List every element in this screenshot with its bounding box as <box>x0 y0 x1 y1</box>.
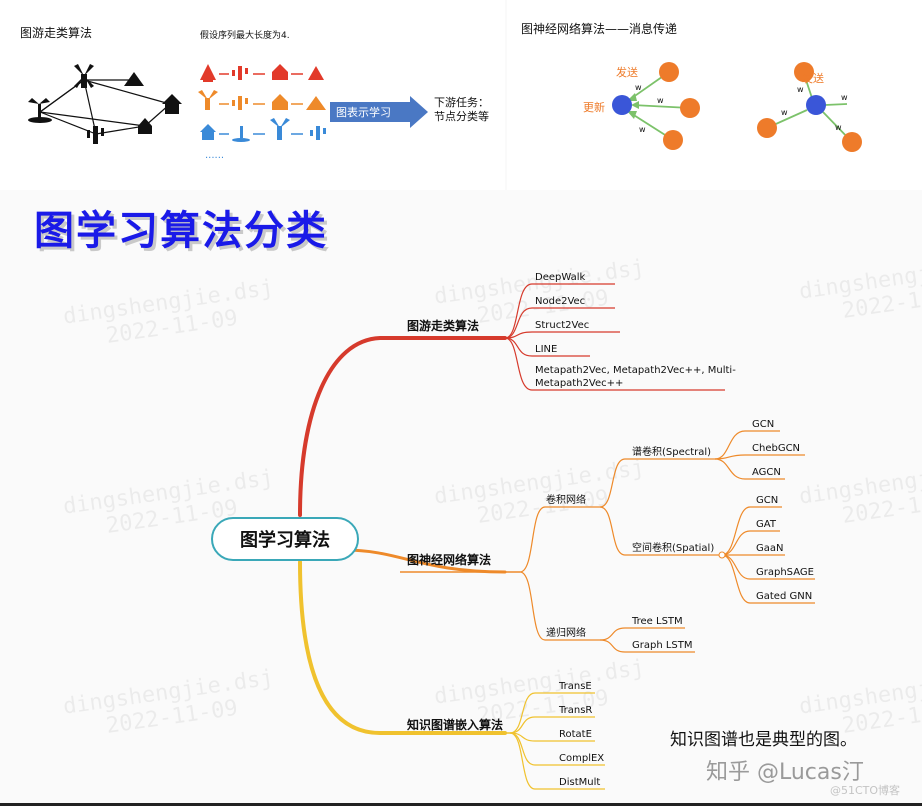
kg-children-connectors <box>509 692 605 790</box>
sequence-length-note: 假设序列最大长度为4. <box>200 31 290 41</box>
zhihu-credit: 知乎 @Lucas汀 <box>706 760 864 785</box>
mountain-icon <box>124 72 144 86</box>
representation-arrow-label-box: 图表示学习 <box>330 99 428 125</box>
bottom-divider <box>0 803 922 806</box>
walk-graph-svg <box>28 64 428 144</box>
neighbor-node <box>757 118 777 138</box>
gnn-recur-label: 递归网络 <box>546 626 586 639</box>
walk-illustration-panel: 图游走类算法 假设序列最大长度为4. <box>0 0 505 190</box>
kg-leaf-transr: TransR <box>558 705 592 716</box>
message-passing-svg: w w w w w w w 发送 更新 发送 <box>583 62 862 152</box>
sequence-row-2 <box>198 90 326 110</box>
neighbor-node <box>659 62 679 82</box>
send-label: 发送 <box>616 65 638 79</box>
representation-arrow-label: 图表示学习 <box>336 106 391 119</box>
kg-note: 知识图谱也是典型的图。 <box>670 730 857 750</box>
mindmap: 图学习算法 图游走类算法 图神经网络算法 知识图谱嵌入算法 DeepWalk N… <box>211 272 815 790</box>
gnn-branch-label: 图神经网络算法 <box>407 552 491 567</box>
neighbor-node <box>680 98 700 118</box>
kg-leaf-transe: TransE <box>558 681 592 692</box>
edge-weight: w <box>639 125 646 134</box>
gnn-connectors <box>519 430 815 653</box>
recur-leaf-graph-lstm: Graph LSTM <box>632 640 693 651</box>
windmill-icon <box>74 64 94 88</box>
island-icon <box>28 98 52 123</box>
walk-branch-label: 图游走类算法 <box>407 318 479 333</box>
walk-leaf-metapath: Metapath2Vec, Metapath2Vec++, Multi- <box>535 365 736 376</box>
branch-kg <box>298 560 507 735</box>
spectral-leaf-chebgcn: ChebGCN <box>752 443 800 454</box>
houses-icon <box>138 118 152 134</box>
walk-children-connectors <box>504 283 725 391</box>
walk-leaf-deepwalk: DeepWalk <box>535 272 586 283</box>
spectral-leaf-agcn: AGCN <box>752 467 781 478</box>
gnn-conv-label: 卷积网络 <box>546 493 586 506</box>
edge-weight: w <box>781 108 788 117</box>
target-node <box>612 95 632 115</box>
recur-leaf-tree-lstm: Tree LSTM <box>631 616 683 627</box>
downstream-task: 下游任务： 节点分类等 <box>434 96 489 124</box>
root-node <box>211 517 359 561</box>
gnn-spectral-label: 谱卷积(Spectral) <box>632 445 711 458</box>
kg-branch-label: 知识图谱嵌入算法 <box>406 717 503 732</box>
kg-leaf-complex: ComplEX <box>559 753 604 764</box>
spatial-leaf-graphsage: GraphSAGE <box>756 567 814 578</box>
edge-weight: w <box>657 96 664 105</box>
walk-panel-title: 图游走类算法 <box>20 26 93 40</box>
edge-weight: w <box>841 93 848 102</box>
edge-weight: w <box>835 123 842 132</box>
spatial-leaf-gat: GAT <box>756 519 777 530</box>
send-label: 发送 <box>802 71 824 85</box>
kg-leaf-rotate: RotatE <box>559 729 592 740</box>
sequence-ellipsis: ...... <box>205 150 225 161</box>
downstream-task-line2: 节点分类等 <box>434 110 489 123</box>
message-panel-title: 图神经网络算法——消息传递 <box>521 22 678 36</box>
kg-leaf-distmult: DistMult <box>559 777 600 788</box>
downstream-task-line1: 下游任务： <box>434 96 489 109</box>
walk-leaf-metapath-cont: Metapath2Vec++ <box>535 378 623 389</box>
walk-sequence-rows <box>198 64 326 142</box>
neighbor-node <box>794 62 814 82</box>
sequence-row-1 <box>200 64 324 82</box>
page-title: 图学习算法分类 <box>34 208 328 254</box>
walk-leaf-struct2vec: Struct2Vec <box>535 320 589 331</box>
update-label: 更新 <box>583 100 605 114</box>
message-passing-panel: 图神经网络算法——消息传递 <box>507 0 922 190</box>
spatial-junction <box>718 551 726 559</box>
representation-arrow <box>330 96 428 128</box>
neighbor-node <box>842 132 862 152</box>
gnn-spatial-label: 空间卷积(Spatial) <box>632 541 714 554</box>
target-node <box>806 95 826 115</box>
walk-leaf-node2vec: Node2Vec <box>535 296 585 307</box>
sequence-row-3 <box>200 118 326 142</box>
branch-walk <box>298 336 507 517</box>
walk-leaf-line: LINE <box>535 344 557 355</box>
cactus-icon <box>87 126 104 144</box>
house-icon <box>162 94 182 114</box>
edge-weight: w <box>635 83 642 92</box>
spatial-leaf-gated-gnn: Gated GNN <box>756 591 812 602</box>
cto-credit: @51CTO博客 <box>830 784 901 797</box>
spatial-leaf-gcn: GCN <box>756 495 778 506</box>
spectral-leaf-gcn: GCN <box>752 419 774 430</box>
edge-weight: w <box>797 85 804 94</box>
root-node-label: 图学习算法 <box>240 529 330 551</box>
branch-gnn <box>343 548 507 574</box>
spatial-leaf-gaan: GaaN <box>756 543 784 554</box>
neighbor-node <box>663 130 683 150</box>
